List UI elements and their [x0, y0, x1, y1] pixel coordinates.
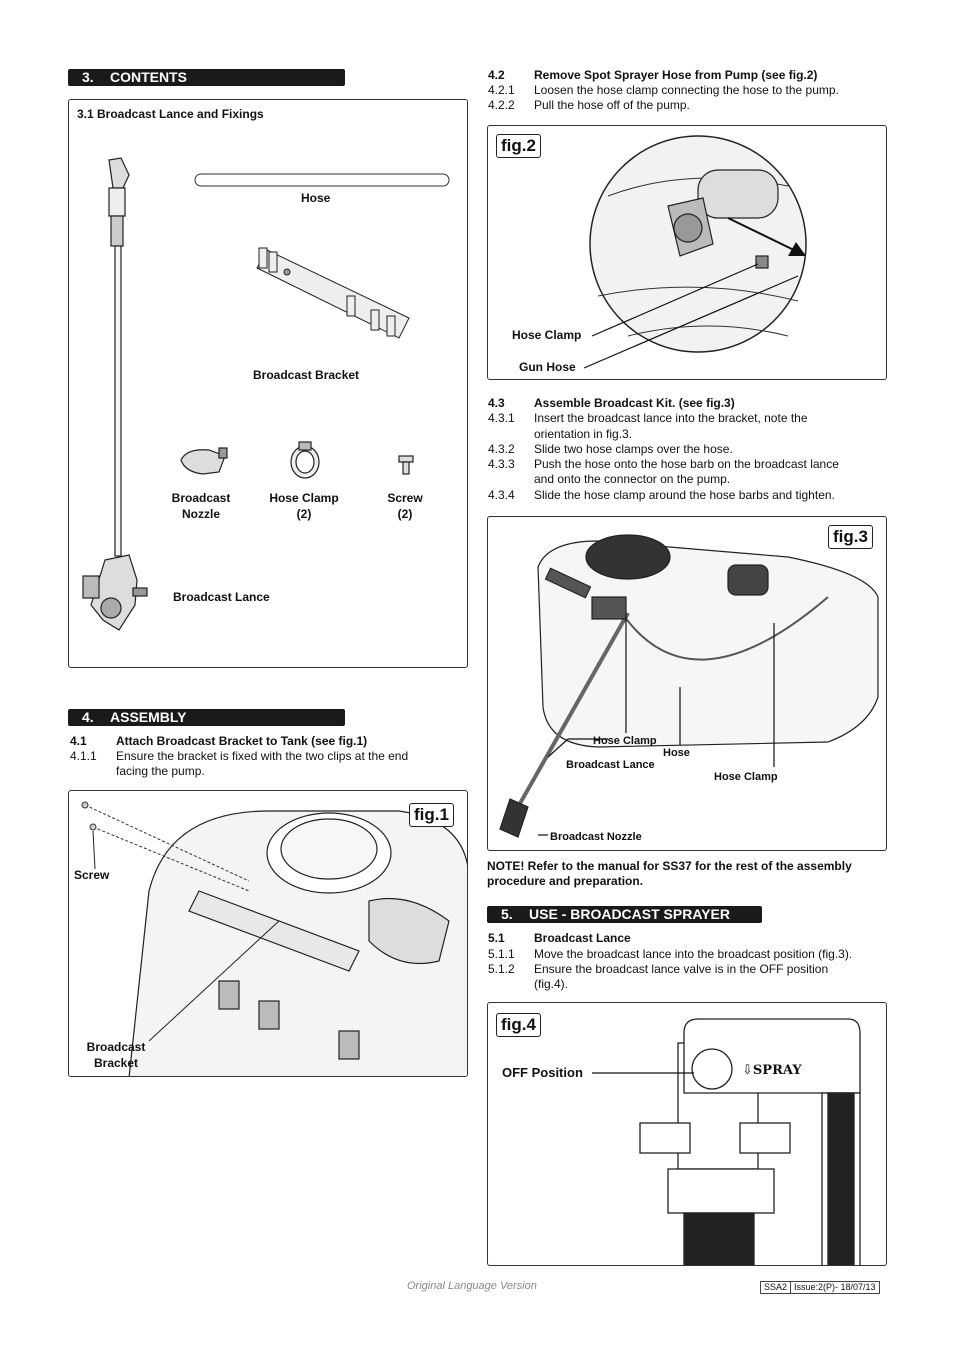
screw-label-line2: (2) — [397, 507, 413, 521]
step-text: Insert the broadcast lance into the brac… — [534, 411, 808, 425]
step-number: 4.2.2 — [488, 98, 515, 112]
footer-reference: SSA2 Issue:2(P)- 18/07/13 — [760, 1281, 880, 1294]
step-text: Pull the hose off of the pump. — [534, 98, 690, 112]
fig2-clamp-label: Hose Clamp — [512, 328, 582, 342]
step-text: Ensure the broadcast lance valve is in t… — [534, 962, 829, 976]
fig1-bracket-label: Broadcast Bracket — [81, 1039, 151, 1071]
contents-illustration — [82, 157, 450, 631]
off-position-label: OFF Position — [502, 1065, 583, 1080]
fig1-bracket-line1: Broadcast — [86, 1040, 146, 1054]
hose-label: Hose — [301, 191, 331, 205]
fig4-illustration — [592, 1018, 861, 1265]
step-number: 4.3 — [488, 396, 505, 410]
nozzle-label-line1: Broadcast — [171, 491, 231, 505]
section-number: 5. — [501, 906, 513, 922]
screw-label-line1: Screw — [387, 491, 423, 505]
step-text: Loosen the hose clamp connecting the hos… — [534, 83, 839, 97]
lance-label: Broadcast Lance — [173, 590, 270, 604]
fig4-tag: fig.4 — [496, 1013, 541, 1037]
clamp-label: Hose Clamp (2) — [263, 490, 345, 522]
fig1-bracket-line2: Bracket — [93, 1056, 139, 1070]
step-number: 4.3.2 — [488, 442, 515, 456]
step-number: 4.3.1 — [488, 411, 515, 425]
section-number: 4. — [82, 709, 94, 725]
section-5-header: 5. USE - BROADCAST SPRAYER — [487, 906, 762, 923]
step-text: Push the hose onto the hose barb on the … — [534, 457, 839, 471]
nozzle-label: Broadcast Nozzle — [165, 490, 237, 522]
footer-model: SSA2 — [760, 1281, 792, 1294]
section-title: USE - BROADCAST SPRAYER — [529, 906, 730, 922]
fig1-tag: fig.1 — [409, 803, 454, 827]
down-arrow-icon: ⇩ — [742, 1063, 753, 1078]
spray-text: SPRAY — [752, 1063, 802, 1078]
fig1-screw-label: Screw — [74, 868, 110, 882]
fig2-illustration — [583, 135, 807, 369]
step-number: 4.3.4 — [488, 488, 515, 502]
step-title: Broadcast Lance — [534, 931, 631, 945]
step-number: 4.1 — [70, 734, 87, 748]
step-number: 4.1.1 — [70, 749, 97, 763]
fig1-panel: fig.1 Screw Broadcast Bracket — [68, 790, 468, 1077]
step-text: Ensure the bracket is fixed with the two… — [116, 749, 409, 763]
fig2-gun-hose-label: Gun Hose — [519, 360, 576, 374]
fig2-panel: fig.2 Hose Clamp Gun Hose — [487, 125, 887, 380]
fig3-clamp1-label: Hose Clamp — [593, 735, 657, 747]
fig3-clamp2-label: Hose Clamp — [714, 771, 778, 783]
section-title: CONTENTS — [110, 69, 187, 85]
fig3-panel: fig.3 Hose Clamp Hose Broadcast Lance Ho… — [487, 516, 887, 851]
step-number: 5.1 — [488, 931, 505, 945]
fig3-hose-label: Hose — [663, 747, 690, 759]
fig3-lance-label: Broadcast Lance — [566, 759, 655, 771]
clamp-label-line1: Hose Clamp — [269, 491, 339, 505]
fig3-tag: fig.3 — [828, 525, 873, 549]
bracket-label: Broadcast Bracket — [253, 368, 360, 382]
step-text: facing the pump. — [116, 764, 205, 778]
step-text: Move the broadcast lance into the broadc… — [534, 947, 853, 961]
step-text: Slide two hose clamps over the hose. — [534, 442, 733, 456]
section-3-header: 3. CONTENTS — [68, 69, 345, 86]
screw-label: Screw (2) — [379, 490, 431, 522]
step-text: (fig.4). — [534, 977, 569, 991]
section-4-header: 4. ASSEMBLY — [68, 709, 345, 726]
fig1-illustration — [81, 801, 467, 1076]
step-number: 4.2 — [488, 68, 505, 82]
step-text: and onto the connector on the pump. — [534, 472, 731, 486]
step-number: 5.1.1 — [488, 947, 515, 961]
step-number: 4.3.3 — [488, 457, 515, 471]
section-title: ASSEMBLY — [110, 709, 187, 725]
fig2-tag: fig.2 — [496, 134, 541, 158]
subsection-title: 3.1 Broadcast Lance and Fixings — [77, 107, 264, 121]
step-number: 4.2.1 — [488, 83, 515, 97]
contents-panel: 3.1 Broadcast Lance and Fixings Hose Bro… — [68, 99, 468, 668]
fig4-panel: fig.4 OFF Position ⇩SPRAY — [487, 1002, 887, 1266]
note-line2: procedure and preparation. — [487, 874, 644, 888]
step-text: Slide the hose clamp around the hose bar… — [534, 488, 835, 502]
nozzle-label-line2: Nozzle — [181, 507, 220, 521]
step-title: Assemble Broadcast Kit. (see fig.3) — [534, 396, 735, 410]
footer-language: Original Language Version — [407, 1280, 537, 1292]
section-number: 3. — [82, 69, 94, 85]
step-title: Remove Spot Sprayer Hose from Pump (see … — [534, 68, 818, 82]
footer-issue: Issue:2(P)- 18/07/13 — [791, 1281, 880, 1294]
fig3-illustration — [499, 534, 879, 838]
clamp-label-line2: (2) — [296, 507, 312, 521]
step-number: 5.1.2 — [488, 962, 515, 976]
spray-marking: ⇩SPRAY — [742, 1063, 802, 1078]
note: NOTE! Refer to the manual for SS37 for t… — [487, 859, 887, 889]
step-text: orientation in fig.3. — [534, 427, 633, 441]
step-title: Attach Broadcast Bracket to Tank (see fi… — [116, 734, 368, 748]
note-line1: NOTE! Refer to the manual for SS37 for t… — [487, 859, 852, 873]
fig3-nozzle-label: Broadcast Nozzle — [550, 831, 642, 843]
